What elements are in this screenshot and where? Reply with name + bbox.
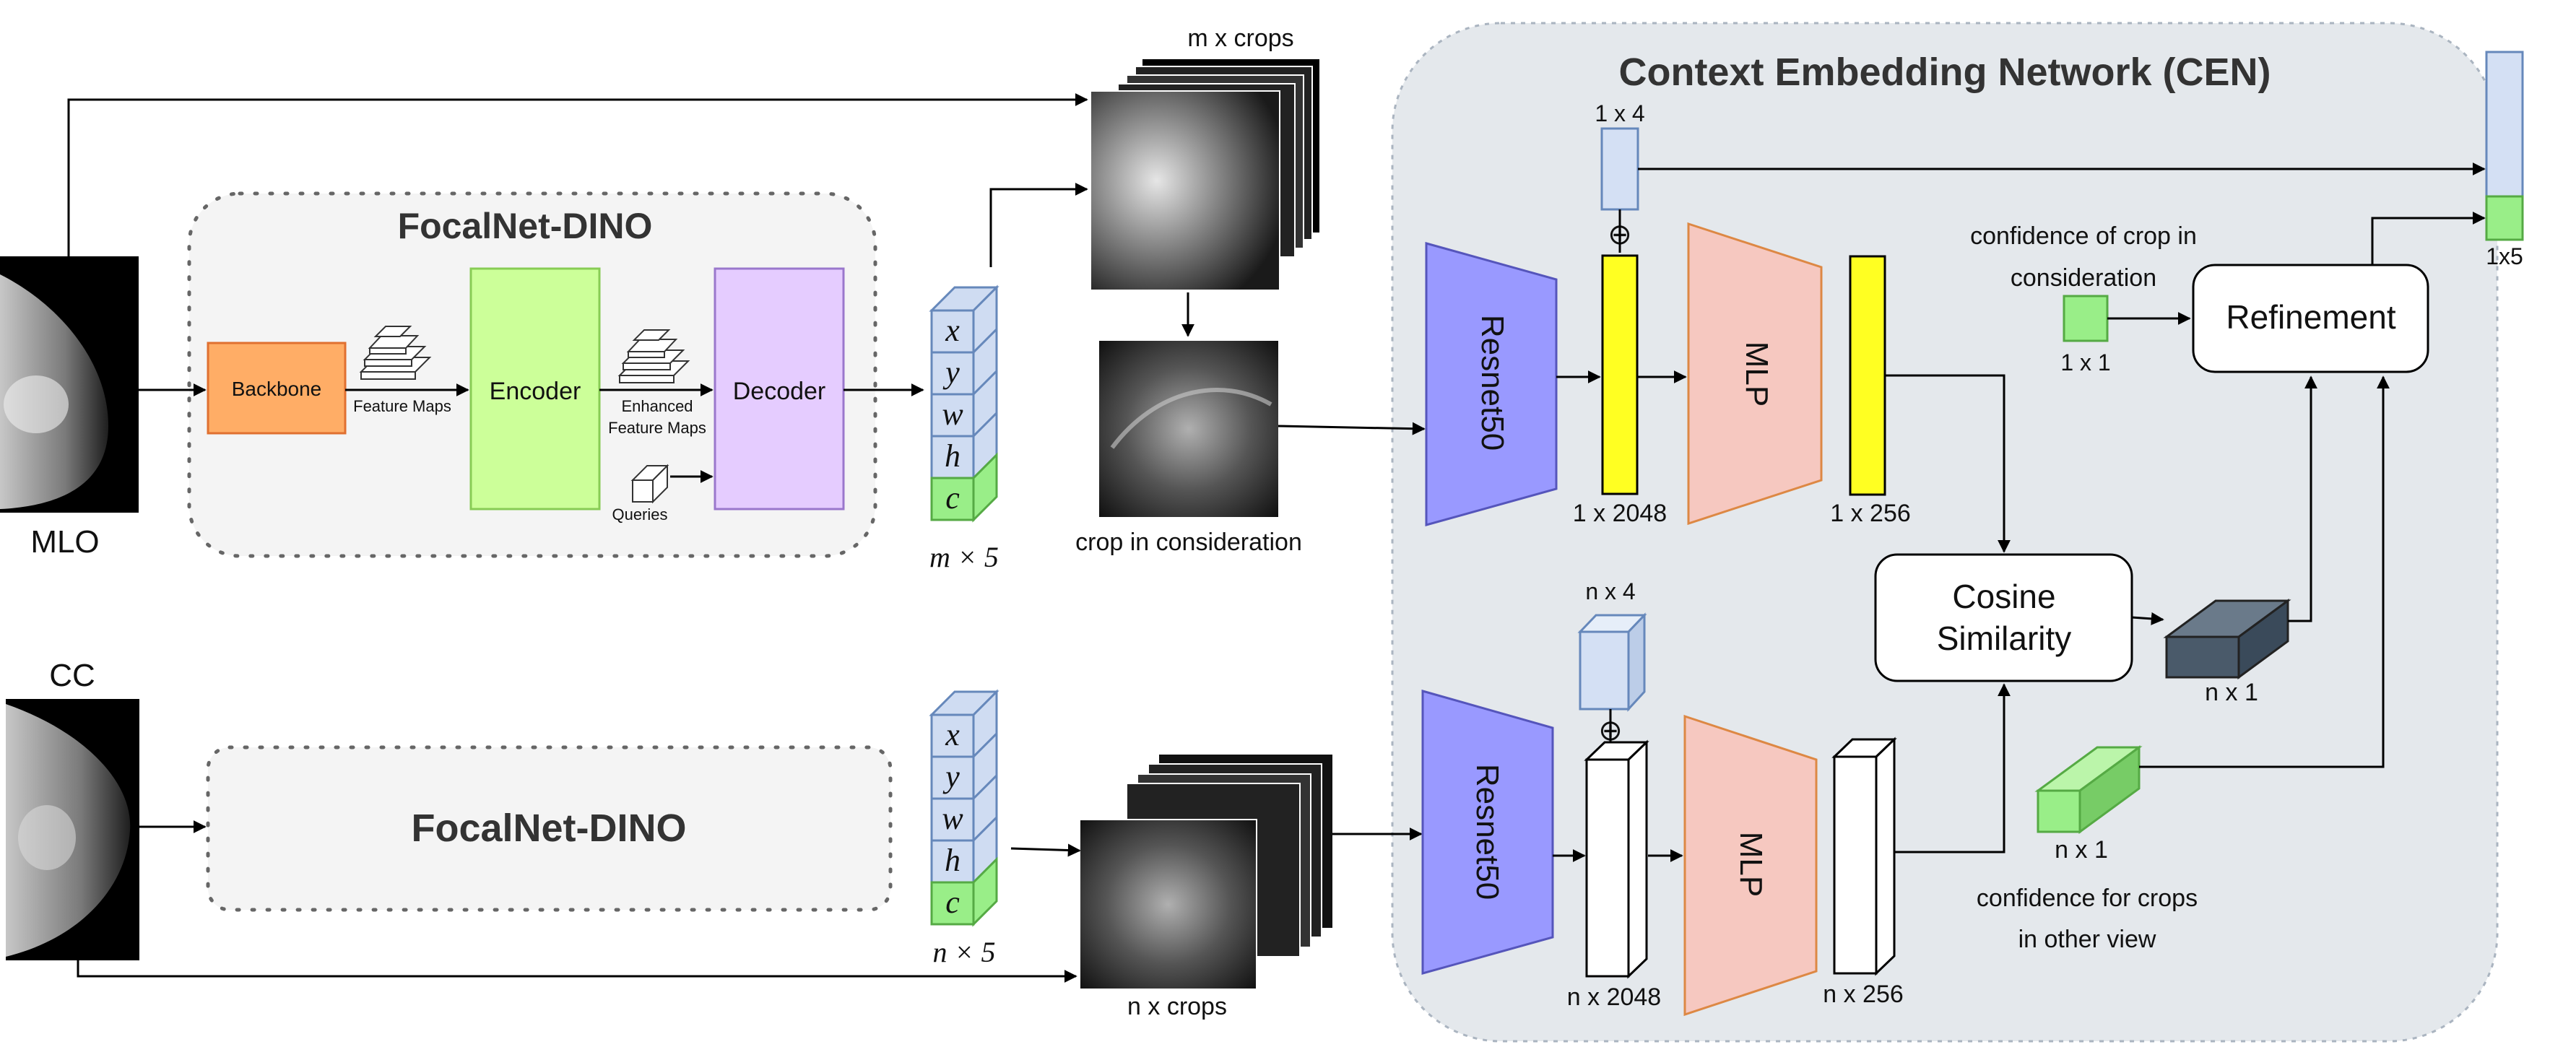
pred-n-label-c: c xyxy=(945,885,960,920)
confidence-crop-label-1: confidence of crop in xyxy=(1970,222,2197,250)
feature-nx2048-bottom xyxy=(1584,739,1649,979)
pred-m-label-x: x xyxy=(945,313,960,348)
enhanced-feature-maps-icon xyxy=(617,329,690,383)
queries-label: Queries xyxy=(612,505,667,524)
decoder-block xyxy=(714,267,845,511)
pred-n-label-w: w xyxy=(942,801,963,836)
mlp-bottom-label: MLP xyxy=(1733,832,1769,897)
vector-1x4-top xyxy=(1600,127,1639,211)
enhanced-label-2: Feature Maps xyxy=(608,419,706,437)
output-1x5-green xyxy=(2485,195,2524,241)
pred-m-cell-y xyxy=(930,351,975,396)
cosine-similarity-block xyxy=(1874,553,2133,682)
cen-title: Context Embedding Network (CEN) xyxy=(1618,51,2271,94)
backbone-block xyxy=(207,342,347,435)
cc-label: CC xyxy=(49,658,95,693)
m-by-5-label: m × 5 xyxy=(929,541,999,573)
feature-1x256-top xyxy=(1849,255,1886,496)
mlo-label: MLO xyxy=(30,524,99,560)
mlp-top-label: MLP xyxy=(1739,342,1774,407)
dim-1x1: 1 x 1 xyxy=(2060,349,2110,375)
resnet50-bottom xyxy=(1421,690,1554,975)
pred-n-label-h: h xyxy=(945,843,960,878)
backbone-label: Backbone xyxy=(232,378,322,400)
pred-n-cell-x xyxy=(930,713,975,758)
pred-m-label-y: y xyxy=(942,355,960,390)
feature-maps-label: Feature Maps xyxy=(353,397,451,415)
pred-n-label-y: y xyxy=(942,759,960,794)
focalnet-title-mlo: FocalNet-DINO xyxy=(398,206,653,246)
dim-nx1-confidence: n x 1 xyxy=(2055,836,2108,864)
focalnet-title-cc: FocalNet-DINO xyxy=(411,807,686,850)
dim-nx2048-bottom: n x 2048 xyxy=(1567,983,1661,1011)
focalnet-panel-cc xyxy=(206,745,893,912)
n-by-5-label: n × 5 xyxy=(933,936,996,968)
dim-1x5-output: 1x5 xyxy=(2486,243,2523,269)
pred-n-cell-w xyxy=(930,797,975,842)
cosine-label-1: Cosine xyxy=(1952,578,2055,615)
n-crops-stack xyxy=(1079,755,1332,990)
m-crops-stack xyxy=(1090,59,1319,291)
pred-m-label-h: h xyxy=(945,438,960,474)
dim-nx256-bottom: n x 256 xyxy=(1823,981,1904,1008)
cosine-label-2: Similarity xyxy=(1937,620,2072,657)
feature-maps-icon xyxy=(359,326,432,380)
m-crops-label: m x crops xyxy=(1187,25,1293,52)
enhanced-label-1: Enhanced xyxy=(621,397,693,415)
queries-icon xyxy=(630,464,669,504)
mlp-bottom xyxy=(1683,714,1818,1017)
decoder-label: Decoder xyxy=(733,378,826,405)
confidence-crop-box xyxy=(2063,295,2109,342)
pred-m-label-w: w xyxy=(942,396,963,432)
pred-m-cell-w xyxy=(930,393,975,438)
vector-nx4-bottom xyxy=(1577,612,1647,712)
confidence-others-label-2: in other view xyxy=(2018,926,2156,953)
dim-nx1-cosine: n x 1 xyxy=(2205,679,2258,706)
cosine-output-nx1 xyxy=(2163,599,2291,679)
cen-panel xyxy=(1391,22,2499,1043)
pred-n-cell-y xyxy=(930,755,975,800)
crop-in-consideration-label: crop in consideration xyxy=(1075,529,1302,556)
refinement-block xyxy=(2192,264,2429,373)
output-1x5-blue xyxy=(2485,51,2524,198)
mlp-top xyxy=(1687,222,1823,526)
feature-1x2048-top xyxy=(1601,254,1639,495)
resnet50-top-label: Resnet50 xyxy=(1475,315,1510,451)
n-crops-label: n x crops xyxy=(1127,993,1227,1020)
pred-m-cell-c xyxy=(930,477,975,521)
feature-nx256-bottom xyxy=(1831,737,1897,976)
resnet50-bottom-label: Resnet50 xyxy=(1470,764,1505,900)
encoder-block xyxy=(469,267,601,511)
pred-n-cell-c xyxy=(930,881,975,926)
pred-n-label-x: x xyxy=(945,717,960,752)
encoder-label: Encoder xyxy=(490,378,581,405)
dim-nx4-bottom: n x 4 xyxy=(1585,578,1635,604)
resnet50-top xyxy=(1425,242,1558,526)
confidence-others-nx1 xyxy=(2034,745,2143,834)
dim-1x256-top: 1 x 256 xyxy=(1830,500,1911,527)
pred-m-label-c: c xyxy=(945,480,960,516)
dim-1x4-top: 1 x 4 xyxy=(1595,100,1644,126)
confidence-others-label-1: confidence for crops xyxy=(1977,885,2198,912)
refinement-label: Refinement xyxy=(2226,298,2395,336)
dim-1x2048-top: 1 x 2048 xyxy=(1573,500,1667,527)
confidence-crop-label-2: consideration xyxy=(2011,264,2156,292)
